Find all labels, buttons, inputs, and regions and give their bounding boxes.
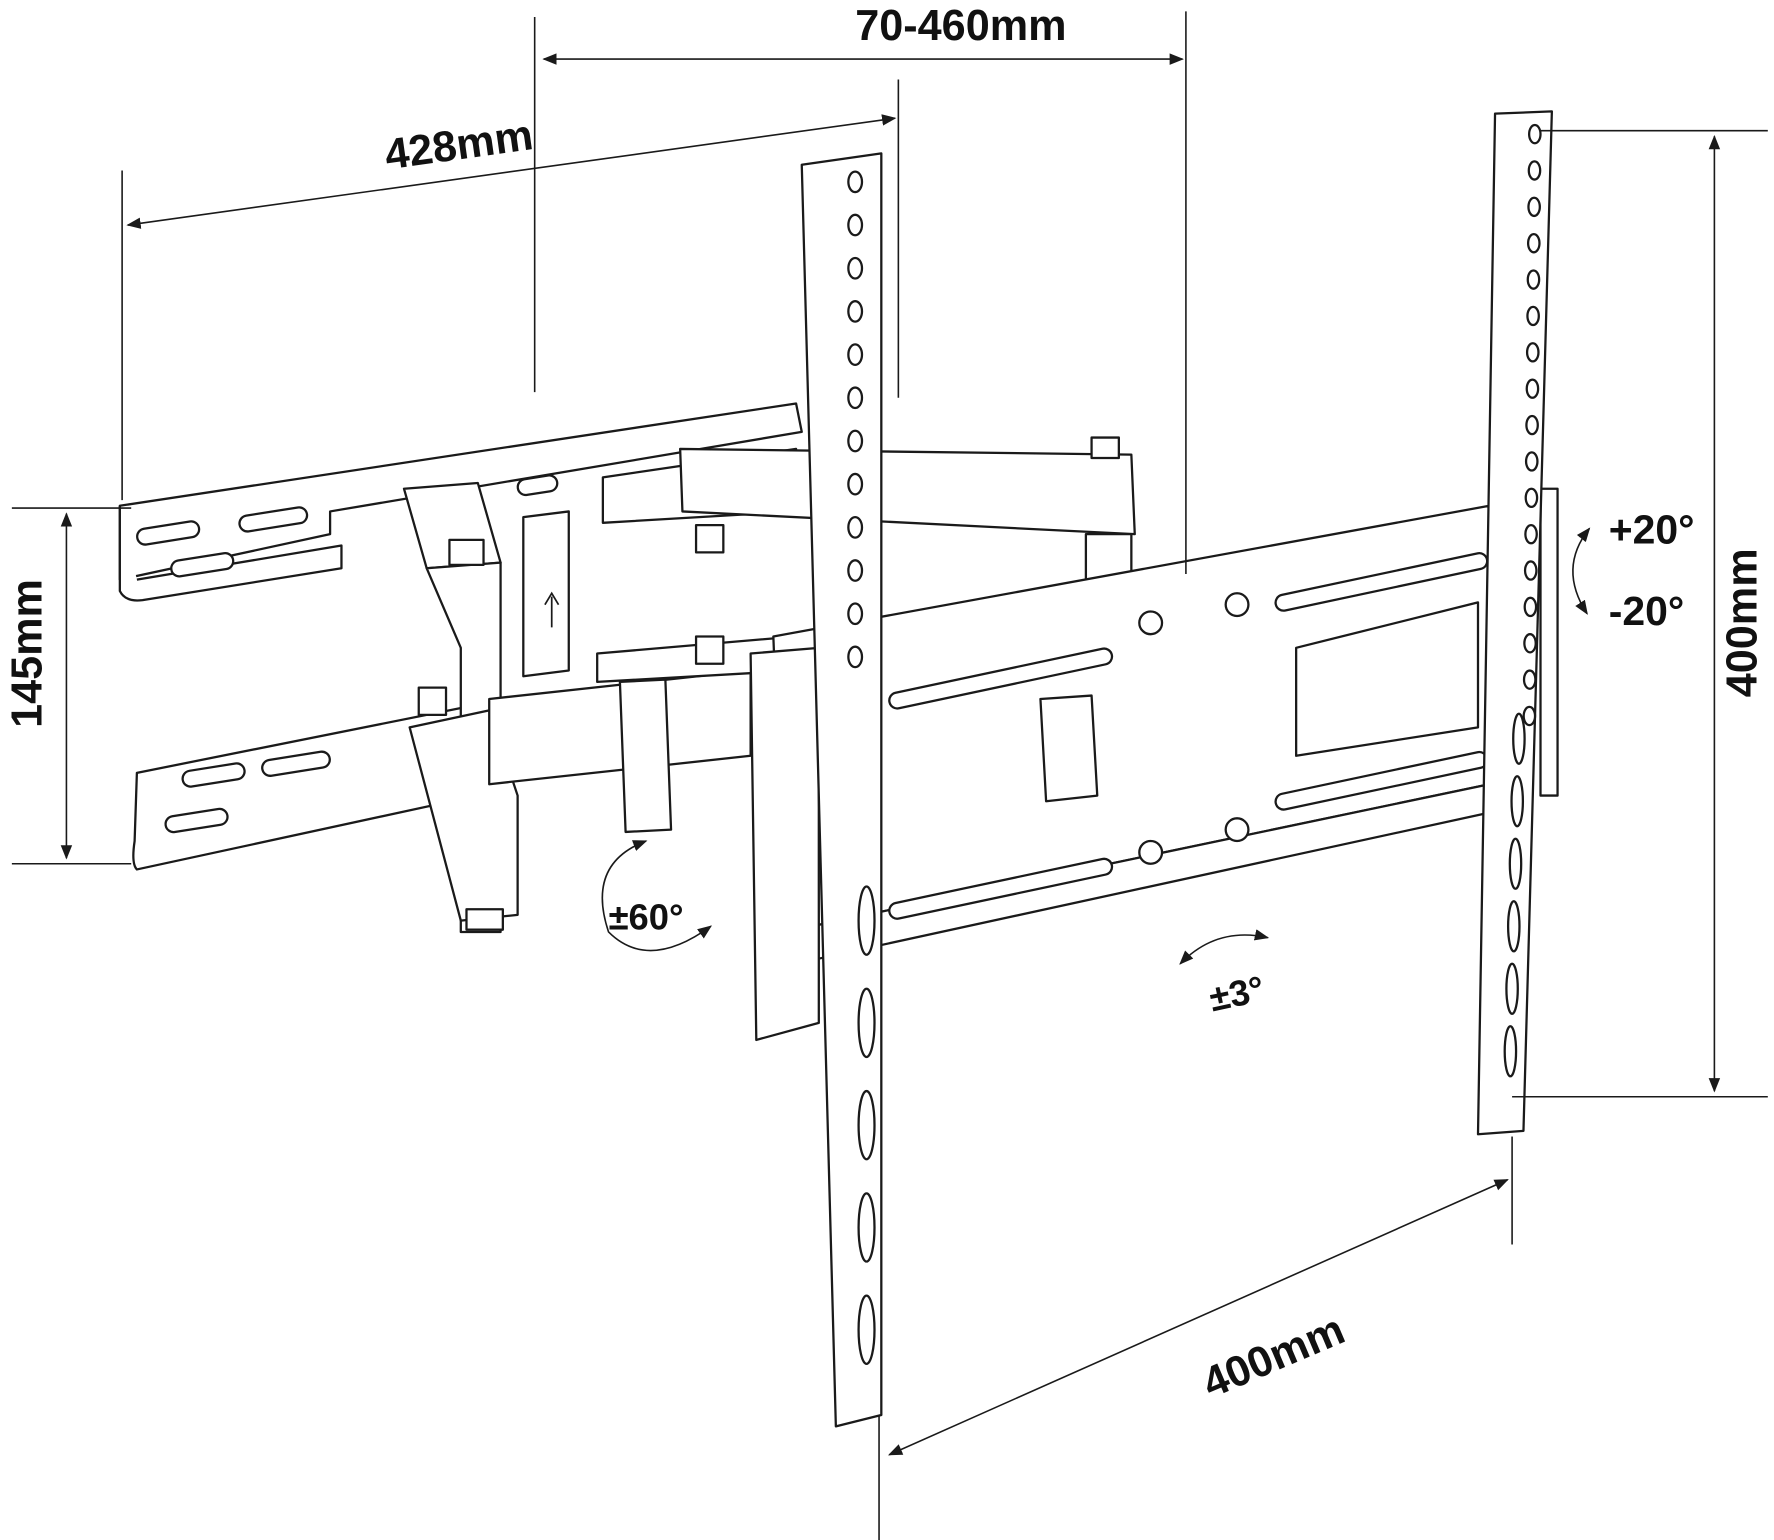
- wall-plate: [118, 402, 803, 871]
- mounting-hole: [847, 515, 864, 539]
- mounting-hole: [1526, 232, 1541, 254]
- mounting-hole: [857, 987, 876, 1059]
- mounting-hole: [1526, 305, 1540, 327]
- mounting-hole: [1508, 837, 1523, 890]
- mounting-hole: [847, 343, 864, 366]
- mounting-hole: [847, 602, 864, 626]
- mounting-hole: [1528, 123, 1542, 145]
- mounting-hole: [1503, 1025, 1518, 1078]
- mounting-hole: [847, 300, 864, 323]
- dimension-lines: [11, 11, 1768, 1540]
- mounting-hole: [847, 559, 864, 582]
- mounting-hole: [1524, 487, 1539, 509]
- mounting-hole: [847, 645, 864, 669]
- mounting-hole: [1527, 196, 1541, 218]
- tilt-down-label: -20°: [1609, 588, 1684, 634]
- mounting-hole: [857, 885, 876, 956]
- mounting-hole: [847, 170, 864, 194]
- mounting-hole: [1523, 596, 1538, 618]
- tilt-up-label: +20°: [1609, 506, 1695, 552]
- mounting-hole: [1523, 560, 1538, 581]
- mounting-hole: [847, 429, 864, 453]
- mounting-hole: [1522, 705, 1537, 727]
- mounting-hole: [857, 1192, 876, 1263]
- mounting-hole: [857, 1294, 876, 1365]
- mounting-hole: [1506, 900, 1521, 953]
- mounting-hole: [1525, 342, 1540, 363]
- mounting-hole: [1526, 269, 1541, 290]
- rotation-label: ±3°: [1206, 968, 1268, 1019]
- mounting-hole: [1505, 962, 1519, 1015]
- vesa-vertical-label: 400mm: [1718, 548, 1766, 697]
- mounting-hole: [1525, 414, 1539, 436]
- mounting-hole: [1510, 775, 1525, 828]
- mounting-hole: [1522, 669, 1537, 690]
- extension-range-label: 70-460mm: [855, 2, 1066, 50]
- mounting-hole: [857, 1089, 876, 1161]
- swivel-label: ±60°: [609, 897, 684, 938]
- mounting-hole: [1523, 633, 1537, 654]
- mounting-hole: [1524, 451, 1539, 472]
- arm-width-label: 428mm: [382, 111, 536, 179]
- mounting-hole: [1512, 712, 1526, 765]
- vertical-rail-left: [800, 152, 883, 1428]
- swing-arms: [402, 436, 1136, 934]
- mounting-hole: [1525, 378, 1540, 399]
- wall-plate-height-label: 145mm: [3, 579, 51, 728]
- mounting-hole: [847, 256, 864, 280]
- vertical-rail-right: [1476, 110, 1554, 1136]
- mounting-hole: [847, 472, 864, 496]
- mounting-hole: [847, 213, 864, 237]
- mounting-hole: [1524, 523, 1538, 545]
- mounting-hole: [847, 386, 864, 410]
- mounting-hole: [1527, 160, 1542, 181]
- vesa-horizontal-label: 400mm: [1196, 1305, 1352, 1407]
